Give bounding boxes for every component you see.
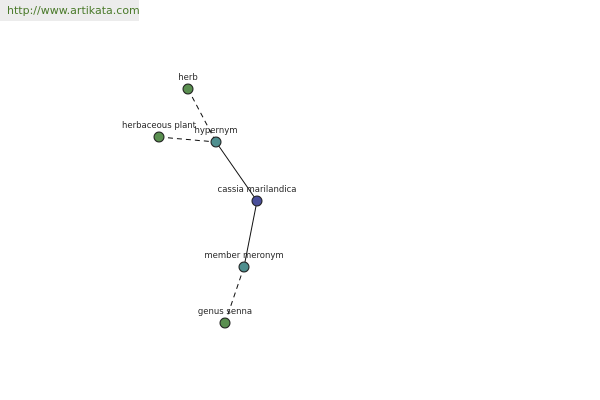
site-url-link[interactable]: http://www.artikata.com bbox=[7, 4, 140, 17]
node-circle-herbaceous-plant[interactable] bbox=[153, 131, 165, 143]
node-circle-cassia-marilandica[interactable] bbox=[251, 195, 263, 207]
node-circle-hypernym[interactable] bbox=[210, 136, 222, 148]
node-member-meronym[interactable]: member meronym bbox=[204, 251, 284, 273]
node-cassia-marilandica[interactable]: cassia marilandica bbox=[218, 185, 297, 207]
node-circle-member-meronym[interactable] bbox=[238, 261, 250, 273]
node-label-member-meronym: member meronym bbox=[204, 251, 283, 261]
edge-member-meronym-genus-senna bbox=[224, 266, 245, 324]
node-label-genus-senna: genus senna bbox=[198, 307, 252, 317]
url-bar: http://www.artikata.com bbox=[0, 0, 140, 21]
edge-herbaceous-plant-hypernym bbox=[158, 136, 217, 143]
edge-cassia-marilandica-member-meronym bbox=[243, 200, 258, 268]
edge-herb-hypernym bbox=[187, 88, 217, 143]
node-circle-herb[interactable] bbox=[182, 83, 194, 95]
edge-hypernym-cassia-marilandica bbox=[215, 141, 258, 202]
node-label-hypernym: hypernym bbox=[194, 126, 237, 136]
edges-layer bbox=[158, 88, 258, 324]
node-hypernym[interactable]: hypernym bbox=[194, 126, 238, 148]
node-herbaceous-plant[interactable]: herbaceous plant bbox=[122, 121, 197, 143]
node-herb[interactable]: herb bbox=[178, 73, 198, 95]
node-label-herbaceous-plant: herbaceous plant bbox=[122, 121, 197, 131]
node-genus-senna[interactable]: genus senna bbox=[198, 307, 252, 329]
node-circle-genus-senna[interactable] bbox=[219, 317, 231, 329]
node-label-herb: herb bbox=[178, 73, 198, 83]
node-label-cassia-marilandica: cassia marilandica bbox=[218, 185, 297, 195]
